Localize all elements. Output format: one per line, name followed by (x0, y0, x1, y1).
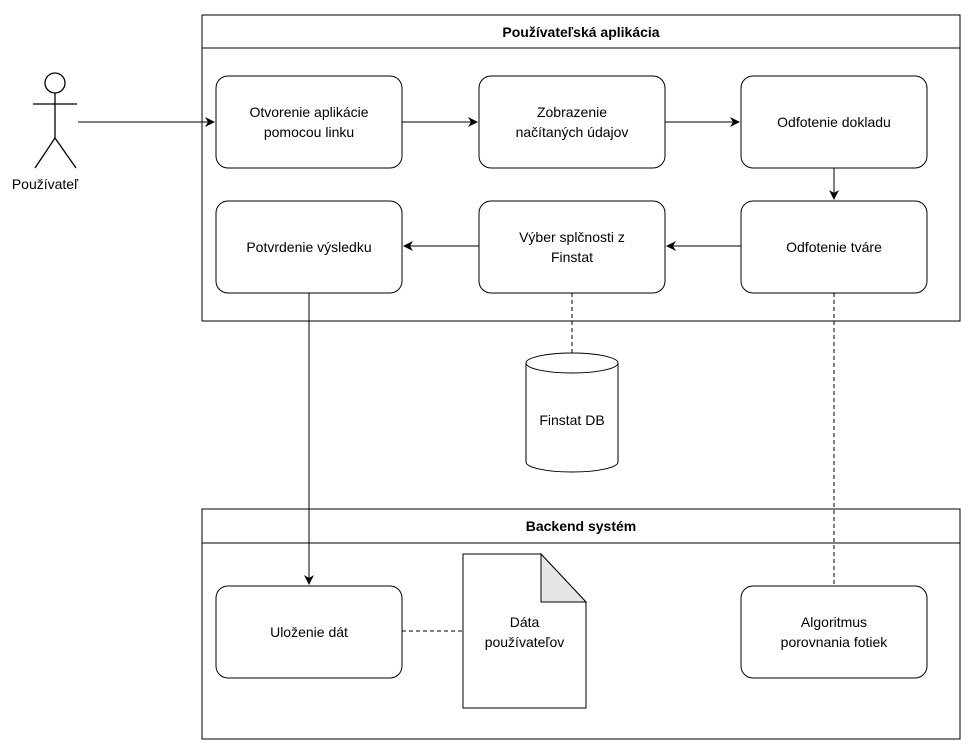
save-data-label: Uloženie dát (270, 624, 348, 640)
step-confirm-result-label: Potvrdenie výsledku (246, 239, 372, 255)
compare-algo-label: Algoritmus porovnania fotiek (780, 614, 888, 650)
step-photo-document-label: Odfotenie dokladu (777, 114, 891, 130)
step-open-app-label: Otvorenie aplikácie pomocou linku (249, 104, 369, 140)
actor-icon (33, 72, 77, 169)
actor-label: Používateľ (11, 176, 79, 192)
step-select-company-label: Výber splčnosti z Finstat (519, 229, 625, 265)
save-data-box[interactable] (215, 585, 403, 679)
database-label: Finstat DB (539, 412, 605, 428)
backend-container-title: Backend systém (525, 518, 637, 534)
user-data-doc-label: Dáta používateľov (484, 614, 565, 650)
compare-algo-box[interactable] (740, 585, 928, 679)
document-shape (462, 552, 588, 709)
database-cylinder (525, 352, 619, 473)
step-show-data-label: Zobrazenie načítaných údajov (515, 104, 629, 140)
app-container-title: Používateľská aplikácia (502, 23, 660, 40)
step-photo-face-label: Odfotenie tváre (786, 239, 882, 255)
